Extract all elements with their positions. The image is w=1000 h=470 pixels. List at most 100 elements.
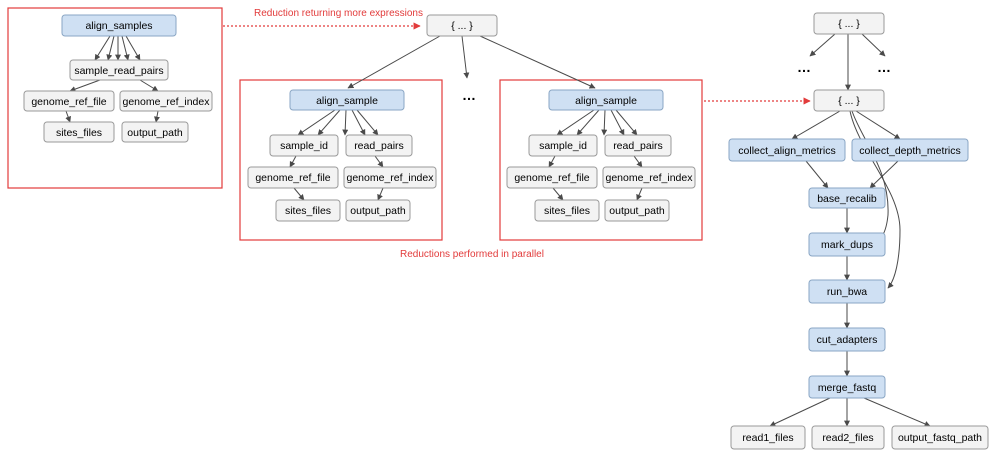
edge-arrow [855, 110, 901, 140]
edge-arrow [154, 110, 160, 123]
node-label: align_sample [575, 95, 637, 107]
edge-arrow [65, 110, 71, 123]
edge-arrow [869, 160, 899, 189]
edge-arrow [351, 109, 366, 136]
node-box [121, 121, 189, 143]
edge-arrow [552, 187, 564, 201]
node-align-sample-2[interactable]: align_sample [289, 89, 405, 111]
edge-arrow [293, 187, 305, 201]
node-box [891, 425, 989, 450]
node-collect-depth-metrics[interactable]: collect_depth_metrics [851, 138, 969, 162]
node-label: sites_files [56, 127, 102, 139]
ellipsis-right-left: … [797, 59, 811, 75]
node-box [269, 134, 339, 157]
node-braces-right-top[interactable]: { ... } [813, 12, 885, 35]
node-braces-right-mid[interactable]: { ... } [813, 89, 885, 112]
node-genome-ref-file-3[interactable]: genome_ref_file [506, 166, 598, 189]
node-read-pairs-2[interactable]: read_pairs [345, 134, 413, 157]
node-label: read1_files [742, 432, 793, 444]
edge-arrow [556, 109, 595, 136]
node-sites-files-3[interactable]: sites_files [534, 199, 600, 222]
node-sites-files-2[interactable]: sites_files [275, 199, 341, 222]
edge-arrow [69, 79, 101, 92]
node-label: read_pairs [354, 140, 404, 152]
node-genome-ref-file[interactable]: genome_ref_file [23, 90, 115, 112]
node-label: genome_ref_index [606, 172, 694, 184]
node-read-pairs-3[interactable]: read_pairs [604, 134, 672, 157]
edge-arrow [347, 35, 441, 89]
node-genome-ref-index-2[interactable]: genome_ref_index [343, 166, 437, 189]
node-genome-ref-file-2[interactable]: genome_ref_file [247, 166, 339, 189]
node-box [813, 12, 885, 35]
edge-arrow [342, 109, 349, 136]
edge-arrow [769, 397, 831, 427]
node-label: output_fastq_path [898, 432, 982, 444]
edge-arrow [289, 155, 297, 168]
edge-arrow [610, 109, 625, 136]
node-align-sample-3[interactable]: align_sample [548, 89, 664, 111]
node-label: genome_ref_file [31, 96, 106, 108]
reduction-group-1 [7, 7, 223, 189]
node-box [808, 279, 886, 304]
node-box [345, 134, 413, 157]
node-braces-top[interactable]: { ... } [426, 14, 498, 37]
node-box [548, 89, 664, 111]
node-genome-ref-index-3[interactable]: genome_ref_index [602, 166, 696, 189]
node-box [506, 166, 598, 189]
node-box [43, 121, 115, 143]
node-label: output_path [609, 205, 665, 217]
node-label: genome_ref_file [255, 172, 330, 184]
node-sites-files[interactable]: sites_files [43, 121, 115, 143]
node-label: sample_id [280, 140, 328, 152]
edge-arrow [479, 35, 596, 89]
node-label: { ... } [838, 18, 860, 30]
edge-arrow [356, 109, 379, 136]
node-genome-ref-index[interactable]: genome_ref_index [119, 90, 213, 112]
node-box [808, 327, 886, 352]
node-label: collect_align_metrics [738, 145, 835, 157]
node-read2-files[interactable]: read2_files [811, 425, 885, 450]
node-sample-id-3[interactable]: sample_id [528, 134, 598, 157]
node-sample-id-2[interactable]: sample_id [269, 134, 339, 157]
node-box [728, 138, 846, 162]
node-merge-fastq[interactable]: merge_fastq [808, 375, 886, 399]
node-label: genome_ref_index [347, 172, 435, 184]
node-box [602, 166, 696, 189]
reduction-group-3 [499, 79, 703, 241]
node-output-path[interactable]: output_path [121, 121, 189, 143]
edge-arrow [121, 35, 130, 61]
node-box [345, 199, 411, 222]
node-box [604, 199, 670, 222]
node-run-bwa[interactable]: run_bwa [808, 279, 886, 304]
node-label: genome_ref_index [123, 96, 211, 108]
reduction-group-2 [239, 79, 443, 241]
node-box [813, 89, 885, 112]
edge-arrow [139, 79, 159, 92]
ellipsis-mid: … [462, 87, 476, 103]
edge-arrow [809, 33, 836, 57]
node-label: { ... } [451, 20, 473, 32]
node-collect-align-metrics[interactable]: collect_align_metrics [728, 138, 846, 162]
edge-arrow [615, 109, 638, 136]
node-align-samples[interactable]: align_samples [61, 14, 177, 37]
node-output-fastq-path[interactable]: output_fastq_path [891, 425, 989, 450]
edge-arrow [297, 109, 336, 136]
node-output-path-2[interactable]: output_path [345, 199, 411, 222]
node-base-recalib[interactable]: base_recalib [808, 187, 886, 209]
node-box [730, 425, 806, 450]
node-mark-dups[interactable]: mark_dups [808, 232, 886, 257]
node-read1-files[interactable]: read1_files [730, 425, 806, 450]
edge-arrow [601, 109, 608, 136]
node-box [61, 14, 177, 37]
node-cut-adapters[interactable]: cut_adapters [808, 327, 886, 352]
node-label: align_samples [85, 20, 152, 32]
node-label: read2_files [822, 432, 873, 444]
node-box [604, 134, 672, 157]
edge-arrow [863, 397, 931, 427]
node-sample-read-pairs[interactable]: sample_read_pairs [69, 59, 169, 81]
node-output-path-3[interactable]: output_path [604, 199, 670, 222]
node-box [808, 375, 886, 399]
node-label: align_sample [316, 95, 378, 107]
node-label: output_path [127, 127, 183, 139]
